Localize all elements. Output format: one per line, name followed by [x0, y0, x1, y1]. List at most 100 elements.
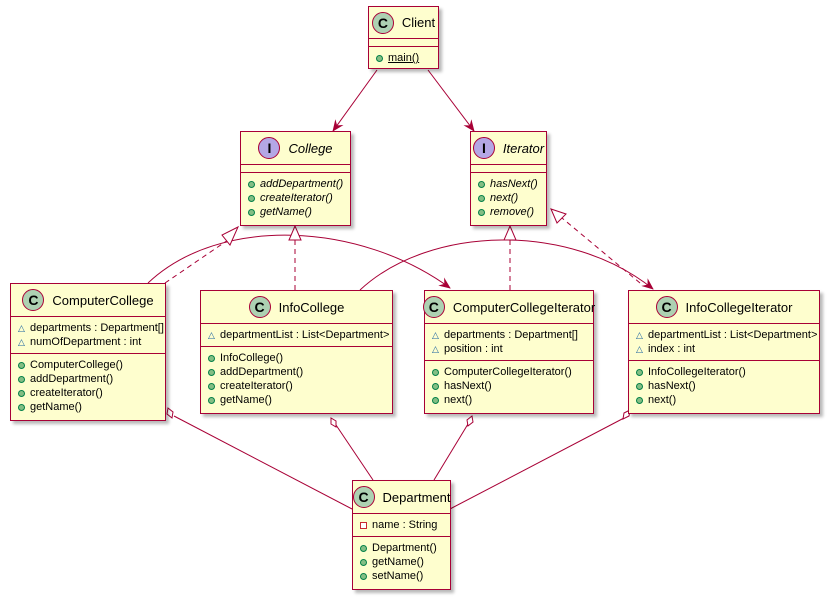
member-row: △ departmentList : List<Department> [629, 328, 819, 342]
member-text: position : int [444, 343, 503, 355]
member-text: addDepartment() [30, 373, 114, 385]
class-name: ComputerCollegeIterator [452, 299, 596, 315]
methods-compartment: Department()getName()setName() [353, 537, 450, 587]
package-visibility-icon: △ [636, 329, 643, 340]
realization-triangle-computercollegeiterator [503, 224, 517, 241]
public-visibility-icon [432, 382, 444, 390]
class-header: C ComputerCollegeIterator [422, 291, 596, 324]
edge-infocollegeiterator-iterator [561, 217, 641, 284]
member-row: setName() [353, 569, 450, 583]
edge-computercollege-department [173, 415, 353, 510]
public-visibility-icon [248, 180, 260, 188]
class-department[interactable]: C Department name : String Department()g… [352, 480, 451, 590]
member-text: departmentList : List<Department> [648, 329, 818, 341]
member-text: numOfDepartment : int [30, 336, 142, 348]
public-visibility-icon [18, 403, 30, 411]
member-text: next() [444, 394, 473, 406]
package-visibility-icon: △ [636, 343, 643, 354]
member-row: hasNext() [629, 379, 819, 393]
member-text: createIterator() [30, 387, 103, 399]
class-name: Iterator [502, 140, 545, 156]
interface-iterator[interactable]: I Iterator hasNext()next()remove() [470, 131, 547, 226]
fields-compartment: △departments : Department[]△ position : i… [425, 324, 593, 361]
member-text: hasNext() [444, 380, 492, 392]
public-visibility-icon [636, 368, 648, 376]
member-text: remove() [490, 206, 535, 218]
member-row: main() [369, 51, 438, 65]
member-text: setName() [372, 570, 424, 582]
public-visibility-icon [360, 558, 372, 566]
class-computercollegeiterator[interactable]: C ComputerCollegeIterator △departments :… [422, 290, 596, 414]
member-row: createIterator() [11, 386, 165, 400]
member-row: getName() [241, 205, 350, 219]
class-name: Client [401, 15, 436, 30]
edge-infocollege-infocollegeiterator [359, 239, 654, 291]
fields-compartment: △departmentList : List<Department>△index… [629, 324, 819, 361]
class-client[interactable]: C Client main() [368, 6, 439, 69]
class-stereotype-badge: C [655, 296, 678, 318]
member-row: hasNext() [471, 177, 546, 191]
public-visibility-icon [18, 389, 30, 397]
methods-compartment: hasNext()next()remove() [471, 173, 546, 223]
member-text: getName() [30, 401, 82, 413]
public-visibility-icon [478, 180, 490, 188]
class-name: College [288, 140, 333, 156]
member-row: next() [425, 393, 593, 407]
methods-compartment: ComputerCollegeIterator() hasNext() next() [425, 361, 593, 411]
member-row: getName() [353, 555, 450, 569]
public-visibility-icon [478, 208, 490, 216]
public-visibility-icon [432, 368, 444, 376]
class-name: Department [382, 489, 451, 505]
realization-triangle-infocollege [288, 224, 302, 241]
member-row: △departments : Department[] [425, 328, 593, 342]
member-text: getName() [220, 394, 272, 406]
member-row: createIterator() [201, 379, 392, 393]
member-text: departments : Department[] [30, 322, 164, 334]
class-stereotype-badge: C [352, 486, 375, 508]
class-stereotype-badge: C [422, 296, 445, 318]
package-visibility-icon: △ [432, 343, 439, 354]
member-text: ComputerCollegeIterator() [444, 366, 572, 378]
public-visibility-icon [248, 194, 260, 202]
member-row: next() [471, 191, 546, 205]
fields-compartment [369, 39, 438, 47]
realization-triangle-infocollegeiterator [550, 208, 567, 224]
member-row: InfoCollege() [201, 351, 392, 365]
class-stereotype-badge: C [248, 296, 271, 318]
member-row: name : String [353, 518, 450, 532]
aggregation-diamond-computercollegeiterator [466, 415, 474, 427]
methods-compartment: addDepartment()createIterator()getName() [241, 173, 350, 223]
edge-client-college [332, 69, 378, 132]
class-name: ComputerCollege [52, 292, 154, 308]
member-row: △numOfDepartment : int [11, 335, 165, 349]
public-visibility-icon [360, 544, 372, 552]
member-text: InfoCollege() [220, 352, 283, 364]
member-text: ComputerCollege() [30, 359, 123, 371]
member-row: getName() [201, 393, 392, 407]
public-visibility-icon [18, 375, 30, 383]
member-text: departments : Department[] [444, 329, 578, 341]
public-visibility-icon [432, 396, 444, 404]
public-visibility-icon [636, 382, 648, 390]
member-row: addDepartment() [241, 177, 350, 191]
member-text: createIterator() [260, 192, 333, 204]
member-row: InfoCollegeIterator() [629, 365, 819, 379]
member-row: △ position : int [425, 342, 593, 356]
class-infocollegeiterator[interactable]: C InfoCollegeIterator △ departmentList : … [628, 290, 820, 414]
class-infocollege[interactable]: C InfoCollege △departmentList : List<Dep… [200, 290, 393, 414]
member-row: addDepartment() [201, 365, 392, 379]
public-visibility-icon [376, 54, 388, 62]
member-row: addDepartment() [11, 372, 165, 386]
class-computercollege[interactable]: C ComputerCollege △departments : Departm… [10, 283, 166, 421]
class-name: InfoCollegeIterator [685, 299, 793, 315]
member-text: addDepartment() [220, 366, 304, 378]
member-row: ComputerCollege() [11, 358, 165, 372]
interface-college[interactable]: I College addDepartment()createIterator(… [240, 131, 351, 226]
member-text: hasNext() [490, 178, 538, 190]
public-visibility-icon [208, 354, 220, 362]
public-visibility-icon [478, 194, 490, 202]
public-visibility-icon [208, 396, 220, 404]
fields-compartment [241, 165, 350, 173]
edge-infocollege-department [335, 424, 374, 481]
